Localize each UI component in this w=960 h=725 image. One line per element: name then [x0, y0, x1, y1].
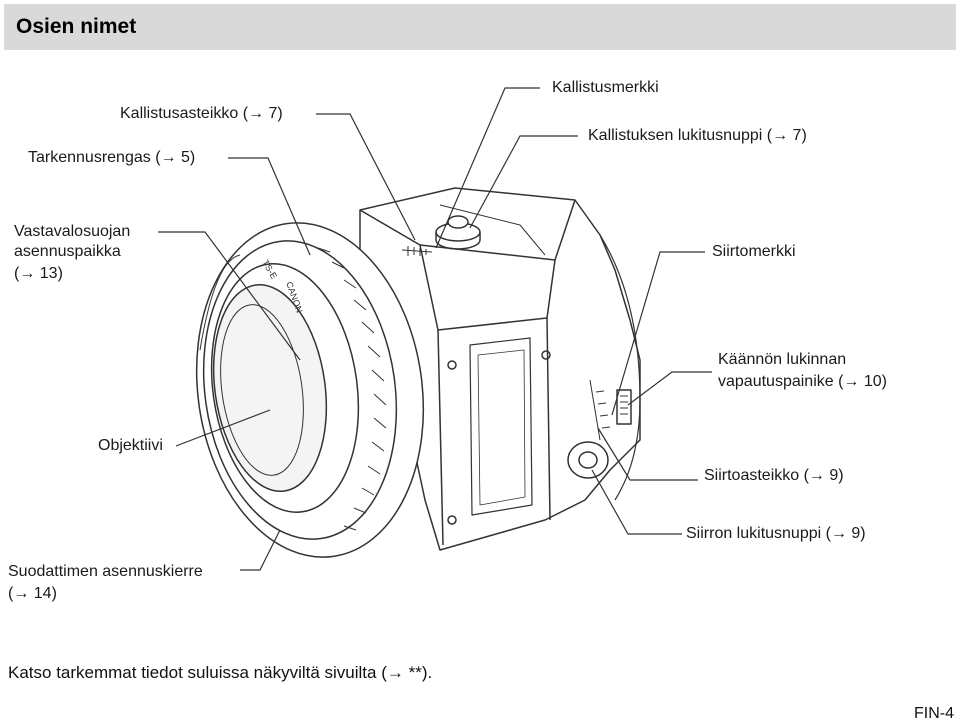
front-glass: [212, 283, 328, 493]
leader-lens: [175, 409, 271, 447]
label-hood-mount-line2: asennuspaikka: [14, 243, 121, 260]
leader-tilt-mark: [435, 87, 540, 249]
side-plate: [469, 337, 533, 516]
focus-ring-ribs: [317, 247, 387, 531]
label-rotation-release-line1: Käännön lukinnan: [718, 351, 847, 368]
leader-focus-ring: [228, 157, 311, 256]
label-lens: Objektiivi: [98, 437, 163, 454]
page-number: FIN-4: [914, 705, 954, 722]
leader-shift-scale: [597, 427, 698, 481]
label-shift-scale: Siirtoasteikko (→ 9): [704, 467, 844, 484]
leader-hood-mount: [158, 231, 301, 361]
leader-rotation-release: [627, 371, 712, 406]
label-focus-ring: Tarkennusrengas (→ 5): [28, 149, 196, 166]
footnote: Katso tarkemmat tiedot suluissa näkyvilt…: [8, 663, 433, 682]
tilt-scale-ticks: [401, 246, 433, 256]
label-tilt-scale: Kallistusasteikko (→ 7): [120, 105, 283, 122]
label-shift-mark: Siirtomerkki: [712, 243, 796, 260]
section-title: Osien nimet: [16, 15, 137, 38]
section-header: Osien nimet: [4, 4, 956, 50]
leader-shift-lock-knob: [591, 469, 682, 535]
focus-ring: [202, 240, 398, 540]
label-filter-thread-line1: Suodattimen asennuskierre: [8, 563, 203, 580]
leader-filter-thread: [240, 529, 281, 571]
rotation-release-button-illustration: [616, 389, 632, 425]
shift-lock-knob-illustration: [567, 441, 609, 479]
label-shift-lock-knob: Siirron lukitusnuppi (→ 9): [686, 525, 866, 542]
leader-shift-mark: [611, 251, 705, 416]
label-tilt-mark: Kallistusmerkki: [552, 79, 659, 96]
leader-tilt-scale: [316, 113, 416, 241]
label-rotation-release-line2: vapautuspainike (→ 10): [718, 373, 887, 390]
label-filter-thread-line2: (→ 14): [8, 585, 57, 602]
label-hood-mount-line1: Vastavalosuojan: [14, 223, 131, 240]
shift-scale-ticks: [589, 379, 611, 441]
label-tilt-lock-knob: Kallistuksen lukitusnuppi (→ 7): [588, 127, 807, 144]
leader-tilt-lock-knob: [469, 135, 578, 229]
label-hood-mount-line3: (→ 13): [14, 265, 63, 282]
